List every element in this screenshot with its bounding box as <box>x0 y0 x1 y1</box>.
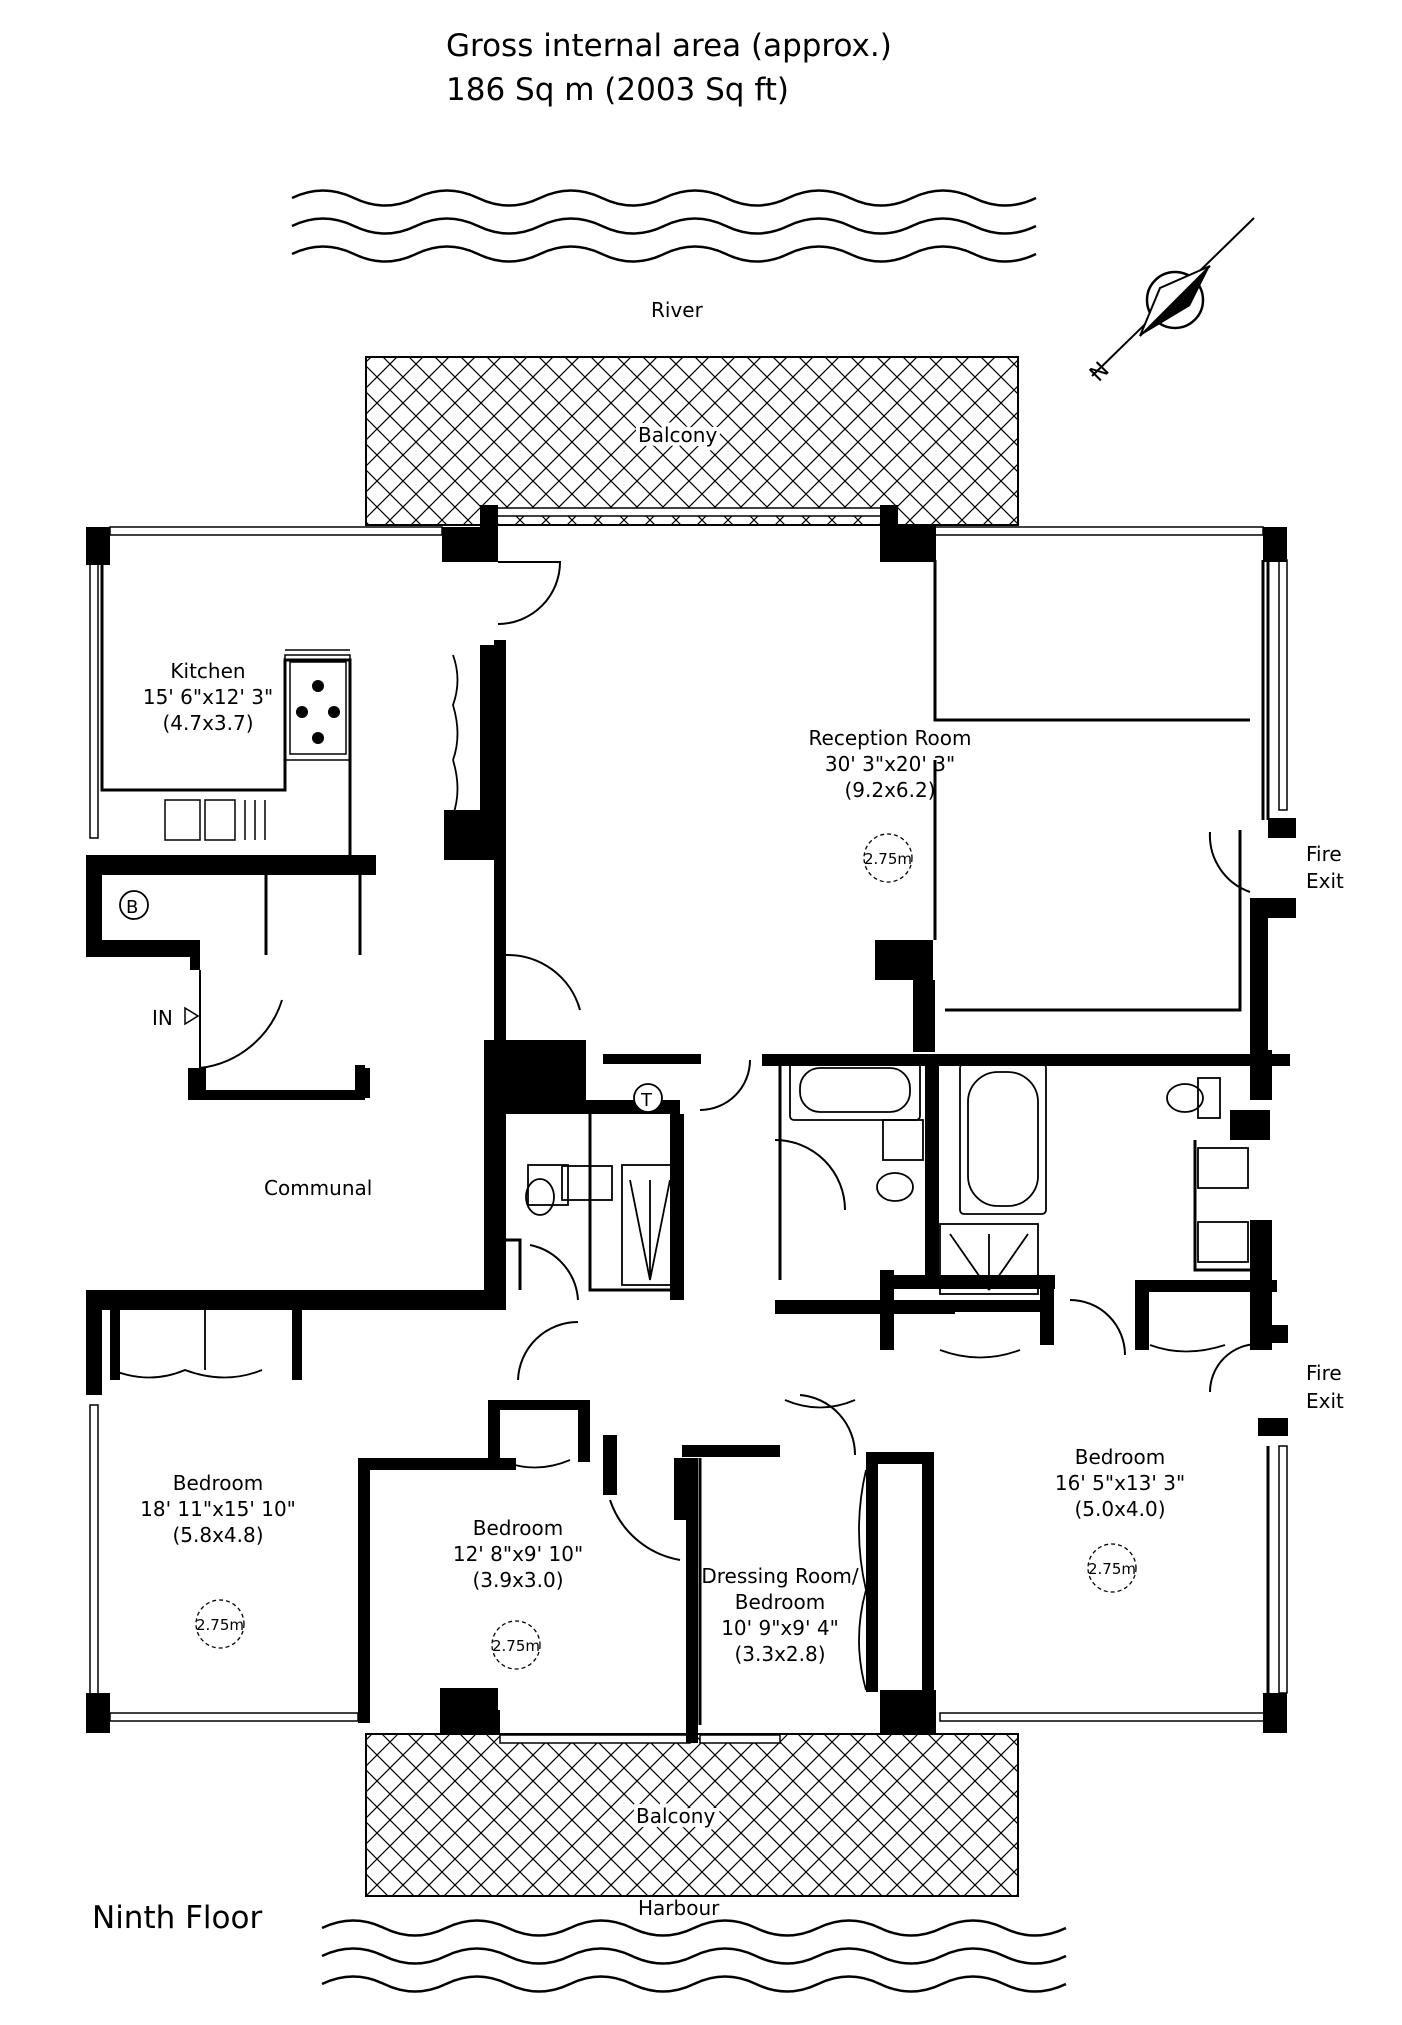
hob-icon <box>289 661 347 755</box>
partitions <box>100 560 1270 1725</box>
bedroom-west-ceiling-height: 2.75m <box>195 1599 245 1649</box>
svg-text:2.75m: 2.75m <box>196 1616 244 1634</box>
bedroom-middle-label: Bedroom 12' 8"x9' 10" (3.9x3.0) <box>453 1516 583 1592</box>
kitchen-counter <box>102 649 351 791</box>
balcony-top <box>365 356 1019 526</box>
svg-text:N: N <box>1085 358 1114 387</box>
svg-text:Bedroom: Bedroom <box>735 1590 825 1614</box>
svg-text:Kitchen: Kitchen <box>170 659 245 683</box>
svg-text:T: T <box>640 1090 653 1111</box>
svg-text:2.75m: 2.75m <box>864 850 912 868</box>
river-label: River <box>651 298 704 322</box>
boiler-icon: B <box>119 890 149 920</box>
svg-text:2.75m: 2.75m <box>492 1637 540 1655</box>
reception-label: Reception Room 30' 3"x20' 3" (9.2x6.2) <box>809 726 972 802</box>
svg-text:18' 11"x15' 10": 18' 11"x15' 10" <box>140 1497 296 1521</box>
svg-text:10' 9"x9' 4": 10' 9"x9' 4" <box>721 1616 839 1640</box>
svg-text:Bedroom: Bedroom <box>173 1471 263 1495</box>
fire-exit-upper-line1: Fire <box>1306 842 1342 866</box>
svg-text:(5.0x4.0): (5.0x4.0) <box>1074 1497 1165 1521</box>
bedroom-east-label: Bedroom 16' 5"x13' 3" (5.0x4.0) <box>1055 1445 1185 1521</box>
svg-text:Reception Room: Reception Room <box>809 726 972 750</box>
fire-exit-lower-line2: Exit <box>1306 1389 1344 1413</box>
area-title: Gross internal area (approx.) <box>446 28 892 64</box>
svg-text:Dressing Room/: Dressing Room/ <box>701 1564 859 1588</box>
area-value: 186 Sq m (2003 Sq ft) <box>446 72 789 108</box>
svg-text:(3.3x2.8): (3.3x2.8) <box>734 1642 825 1666</box>
svg-text:(3.9x3.0): (3.9x3.0) <box>472 1568 563 1592</box>
door-swings <box>199 561 1259 1561</box>
entrance-marker: IN <box>152 1006 200 1030</box>
bedroom-middle-ceiling-height: 2.75m <box>491 1620 541 1670</box>
fire-exit-lower-line1: Fire <box>1306 1361 1342 1385</box>
harbour-waves <box>321 1919 1067 1993</box>
svg-text:Bedroom: Bedroom <box>473 1516 563 1540</box>
balcony-top-label: Balcony <box>638 423 717 447</box>
tank-icon: T <box>633 1083 663 1113</box>
bedroom-east-ceiling-height: 2.75m <box>1087 1543 1137 1593</box>
bathroom-fittings <box>525 1059 1249 1295</box>
floor-name: Ninth Floor <box>92 1900 262 1936</box>
kitchen-label: Kitchen 15' 6"x12' 3" (4.7x3.7) <box>143 659 273 735</box>
windows <box>89 507 1288 1744</box>
svg-text:IN: IN <box>152 1006 173 1030</box>
wardrobes <box>111 654 1226 1691</box>
river-waves <box>291 189 1037 263</box>
dressing-room-label: Dressing Room/ Bedroom 10' 9"x9' 4" (3.3… <box>701 1564 859 1666</box>
svg-text:(5.8x4.8): (5.8x4.8) <box>172 1523 263 1547</box>
svg-text:30' 3"x20' 3": 30' 3"x20' 3" <box>825 752 955 776</box>
reception-ceiling-height: 2.75m <box>863 833 913 883</box>
bedroom-west-label: Bedroom 18' 11"x15' 10" (5.8x4.8) <box>140 1471 296 1547</box>
svg-text:Bedroom: Bedroom <box>1075 1445 1165 1469</box>
balcony-bottom-label: Balcony <box>636 1804 715 1828</box>
svg-text:B: B <box>126 897 138 918</box>
svg-text:2.75m: 2.75m <box>1088 1560 1136 1578</box>
kitchen-sink-icon <box>164 799 266 841</box>
svg-text:12' 8"x9' 10": 12' 8"x9' 10" <box>453 1542 583 1566</box>
harbour-label: Harbour <box>638 1896 720 1920</box>
svg-text:(4.7x3.7): (4.7x3.7) <box>162 711 253 735</box>
north-compass-icon: N <box>1085 217 1255 387</box>
fire-exit-upper-line2: Exit <box>1306 869 1344 893</box>
balcony-bottom <box>365 1733 1019 1897</box>
svg-text:(9.2x6.2): (9.2x6.2) <box>844 778 935 802</box>
walls <box>86 505 1296 1743</box>
communal-label: Communal <box>264 1176 372 1200</box>
svg-text:15' 6"x12' 3": 15' 6"x12' 3" <box>143 685 273 709</box>
svg-text:16' 5"x13' 3": 16' 5"x13' 3" <box>1055 1471 1185 1495</box>
